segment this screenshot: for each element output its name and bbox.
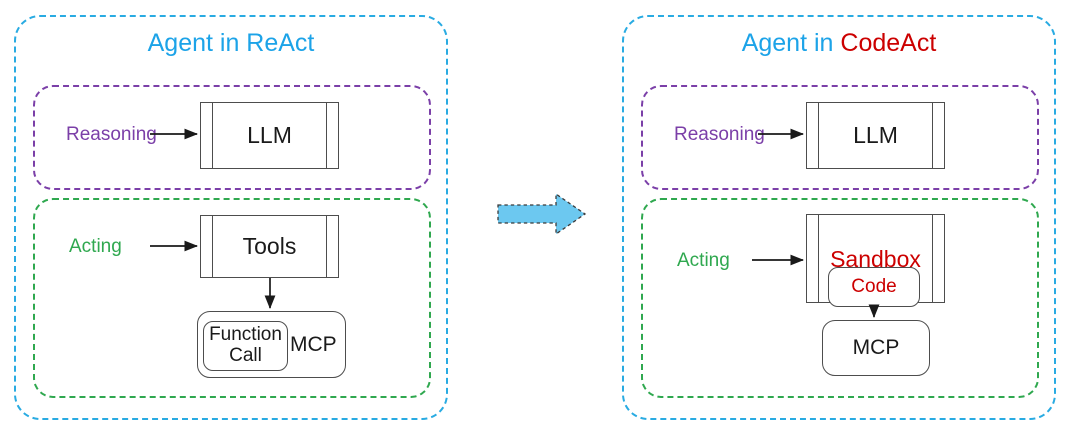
proc-bar-left [212,103,213,168]
proc-bar-left [818,103,819,168]
panel-agent-in-react [14,15,448,420]
node-tools-react: Tools [200,215,339,278]
panel-title-react-prefix: Agent in [147,29,247,57]
node-function-call-react-label: Function Call [209,324,282,366]
node-llm-react-label: LLM [247,122,292,148]
panel-title-react: Agent in ReAct [14,28,448,58]
group-reasoning-react [33,85,431,190]
node-llm-codeact: LLM [806,102,945,169]
label-reasoning-codeact: Reasoning [674,124,765,145]
node-tools-react-label: Tools [242,233,297,259]
proc-bar-left [818,215,819,302]
group-acting-react [33,198,431,398]
panel-agent-in-codeact [622,15,1056,420]
panel-title-codeact-highlight: CodeAct [840,29,937,57]
proc-bar-right [326,103,327,168]
node-mcp-codeact-label: MCP [852,336,900,359]
node-llm-react: LLM [200,102,339,169]
group-acting-codeact [641,198,1039,398]
label-acting-react: Acting [69,236,122,257]
proc-bar-right [326,216,327,277]
panel-title-codeact: Agent in CodeAct [622,28,1056,58]
proc-bar-right [932,103,933,168]
panel-title-react-highlight: ReAct [246,29,315,57]
node-mcp-react-label: MCP [290,333,337,356]
node-llm-codeact-label: LLM [853,122,898,148]
label-reasoning-react: Reasoning [66,124,157,145]
label-acting-codeact: Acting [677,250,730,271]
node-mcp-codeact [822,320,930,376]
proc-bar-left [212,216,213,277]
panel-title-codeact-prefix: Agent in [741,29,841,57]
node-code-codeact-label: Code [851,276,897,297]
group-reasoning-codeact [641,85,1039,190]
proc-bar-right [932,215,933,302]
node-function-call-react [203,321,288,371]
